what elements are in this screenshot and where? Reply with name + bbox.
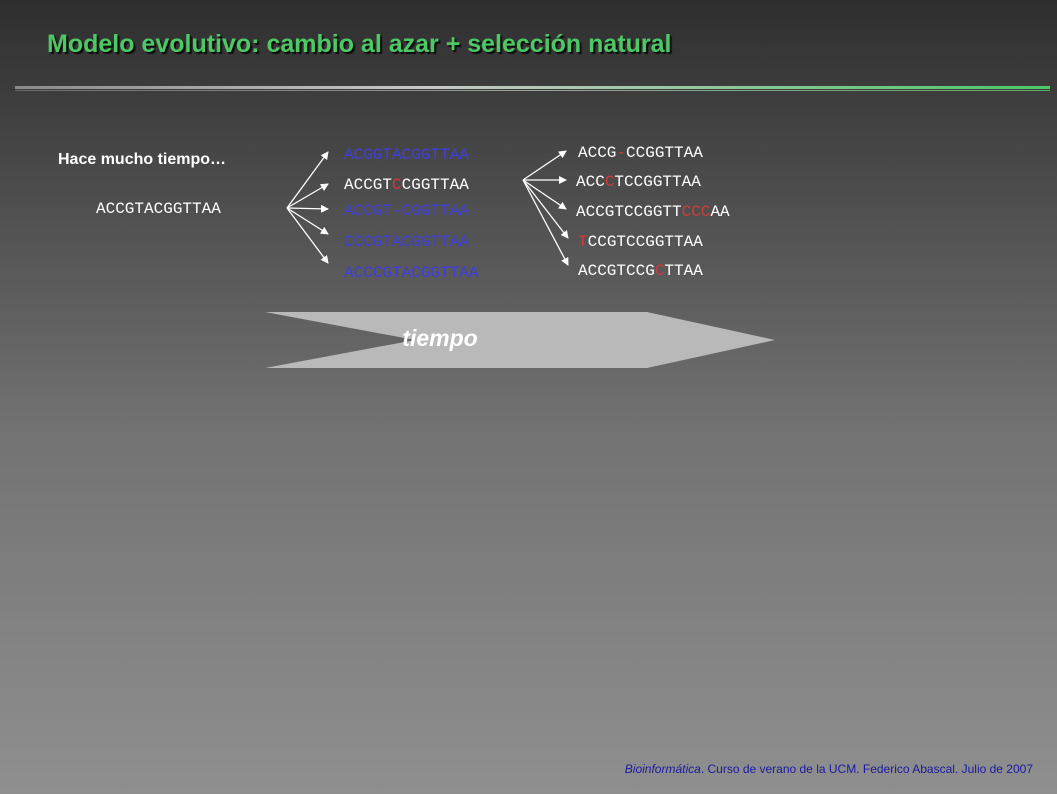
gen2-seq4-mutation: T (578, 233, 588, 251)
gen2-seq5-mutation: C (654, 262, 665, 280)
arrow-to-gen2-5 (522, 179, 569, 266)
arrow-to-gen1-1 (286, 151, 329, 209)
gen1-sequence-3: ACCGT-CGGTTAA (344, 202, 469, 220)
gen1-sequence-2: ACCGTCCGGTTAA (344, 176, 469, 194)
gen1-seq2-prefix: ACCGT (344, 176, 393, 194)
gen2-seq1-mutation: - (616, 144, 627, 162)
gen1-seq2-suffix: CGGTTAA (401, 176, 469, 194)
gen2-seq5-prefix: ACCGTCCG (578, 262, 655, 280)
arrow-to-gen1-2 (286, 183, 329, 209)
gen1-seq2-mutation: C (392, 176, 402, 194)
gen2-seq2-prefix: ACC (576, 173, 605, 191)
gen2-sequence-4: TCCGTCCGGTTAA (578, 233, 703, 251)
gen1-sequence-1: ACGGTACGGTTAA (344, 146, 469, 164)
arrow-to-gen1-4 (286, 207, 329, 235)
ancestor-sequence: ACCGTACGGTTAA (96, 200, 221, 218)
gen2-seq4-suffix: CCGTCCGGTTAA (587, 233, 703, 251)
time-label: tiempo (402, 325, 478, 351)
arrow-to-gen1-5 (286, 207, 329, 264)
gen2-sequence-1: ACCG-CCGGTTAA (578, 144, 703, 162)
gen2-seq3-mutation: CCC (681, 203, 711, 221)
footer-course-name: Bioinformática (624, 762, 701, 776)
gen2-seq1-suffix: CCGGTTAA (626, 144, 703, 162)
gen2-seq1-prefix: ACCG (578, 144, 617, 162)
arrow-to-gen2-3 (522, 179, 567, 210)
gen2-sequence-3: ACCGTCCGGTTCCCAA (576, 203, 730, 221)
gen2-sequence-2: ACCCTCCGGTTAA (576, 173, 701, 191)
gen2-seq3-prefix: ACCGTCCGGTT (576, 203, 682, 221)
footer-details: . Curso de verano de la UCM. Federico Ab… (700, 762, 1033, 776)
past-label: Hace mucho tiempo… (58, 151, 227, 168)
gen2-sequence-5: ACCGTCCGCTTAA (578, 262, 703, 280)
gen1-sequence-5: ACCCGTACGGTTAA (344, 264, 479, 282)
footer-credit: Bioinformática. Curso de verano de la UC… (625, 762, 1033, 776)
title-divider-thin (15, 90, 1050, 91)
gen2-seq2-mutation: C (604, 173, 615, 191)
arrow-to-gen1-3 (286, 204, 329, 213)
arrow-to-gen2-4 (522, 179, 569, 239)
title-divider (15, 86, 1050, 89)
slide-title: Modelo evolutivo: cambio al azar + selec… (47, 30, 672, 58)
gen2-seq5-suffix: TTAA (664, 262, 703, 280)
gen2-seq2-suffix: TCCGGTTAA (614, 173, 701, 191)
time-banner-arrow (265, 312, 775, 368)
gen2-seq3-suffix: AA (710, 203, 730, 221)
arrow-to-gen2-1 (522, 150, 567, 181)
gen1-sequence-4: CCCGTACGGTTAA (344, 233, 469, 251)
